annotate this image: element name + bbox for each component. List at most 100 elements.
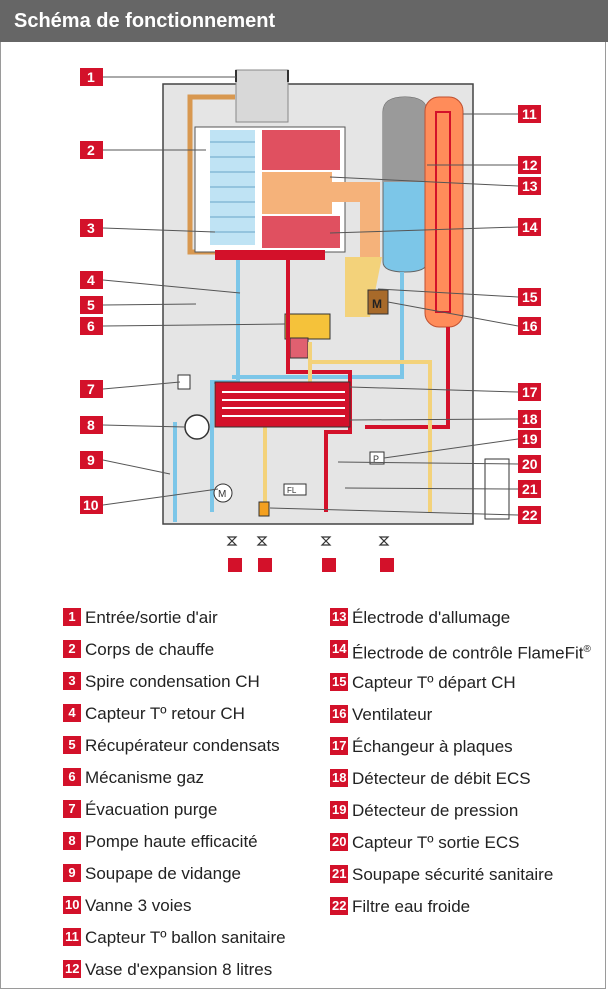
legend-text: Soupape sécurité sanitaire [352,864,554,884]
plate-heat-exchanger [214,381,351,428]
legend-number: 13 [330,608,349,626]
flow-limiter-label: FL [287,486,297,495]
legend-text: Corps de chauffe [85,640,215,659]
legend-number: 8 [63,832,81,850]
callouts-right: 11 12 13 14 15 16 17 18 19 20 21 22 [518,105,541,524]
legend-number: 22 [330,896,349,915]
legend-number: 14 [330,640,349,658]
svg-text:5: 5 [87,297,95,313]
flue-pipe-cap [235,70,289,82]
pressure-label: P [373,454,379,464]
burner-chamber [262,172,332,214]
section-header: Schéma de fonctionnement [0,0,608,42]
coil-lines [210,141,255,233]
hx-base [215,250,325,260]
fan-motor-label: M [372,297,382,311]
motor-label: M [218,489,226,500]
svg-text:17: 17 [522,384,538,400]
boiler-diagram: M M P FL [80,68,541,572]
burner-coil-top [262,130,340,170]
legend-number: 11 [63,928,81,946]
svg-text:8: 8 [87,417,95,433]
legend-text: Mécanisme gaz [85,768,205,787]
legend-number: 15 [330,672,349,691]
legend-text: Filtre eau froide [352,896,471,916]
phe-plates [222,391,345,417]
legend-number: 7 [63,800,81,818]
svg-text:18: 18 [522,411,538,427]
svg-text:4: 4 [87,272,95,288]
legend-number: 12 [63,960,82,978]
connection-valves [226,536,390,546]
radiator-icon [228,558,242,572]
fan-duct [332,182,380,257]
legend-text: Détecteur de débit ECS [352,768,531,788]
svg-text:21: 21 [522,481,538,497]
legend-text: Électrode d'allumage [352,608,511,627]
legend-number: 10 [63,896,82,914]
legend-text: Ventilateur [352,704,433,724]
legend-number: 20 [330,832,349,851]
legend-number: 4 [63,704,81,722]
legend-text: Capteur Tº retour CH [85,704,245,723]
expansion-vessel-top [383,97,427,182]
svg-text:12: 12 [522,157,538,173]
tap-icon [380,558,394,572]
legend-number: 2 [63,640,81,658]
svg-text:9: 9 [87,452,95,468]
svg-text:16: 16 [522,318,538,334]
legend-text: Vanne 3 voies [85,896,192,915]
legend-number: 5 [63,736,81,754]
svg-text:14: 14 [522,219,538,235]
legend-text: Échangeur à plaques [352,736,513,756]
legend-text: Capteur Tº départ CH [352,672,516,692]
legend-text: Détecteur de pression [352,800,519,820]
burner-coil-bottom [262,216,340,248]
legend-number: 6 [63,768,81,786]
legend-text: Récupérateur condensats [85,736,280,755]
legend-number: 17 [330,736,349,755]
dhw-tank [424,96,464,328]
legend-text: Vase d'expansion 8 litres [85,960,273,979]
svg-text:19: 19 [522,431,538,447]
svg-text:22: 22 [522,507,538,523]
flow-limiter [283,483,307,496]
gas-icon [258,558,272,572]
svg-text:1: 1 [87,69,95,85]
legend-text: Spire condensation CH [85,672,260,691]
cold-water-filter [258,501,270,517]
legend-number: 9 [63,864,81,882]
svg-text:10: 10 [83,497,99,513]
legend-number: 18 [330,768,349,787]
svg-text:13: 13 [522,178,538,194]
legend-text: Évacuation purge [85,800,218,819]
svg-text:3: 3 [87,220,95,236]
motor [213,483,233,503]
svg-text:20: 20 [522,456,538,472]
svg-text:7: 7 [87,381,95,397]
legend-number: 21 [330,864,349,883]
legend-text: Capteur Tº sortie ECS [352,832,520,852]
legend-number: 1 [63,608,81,626]
legend-number: 16 [330,704,349,723]
